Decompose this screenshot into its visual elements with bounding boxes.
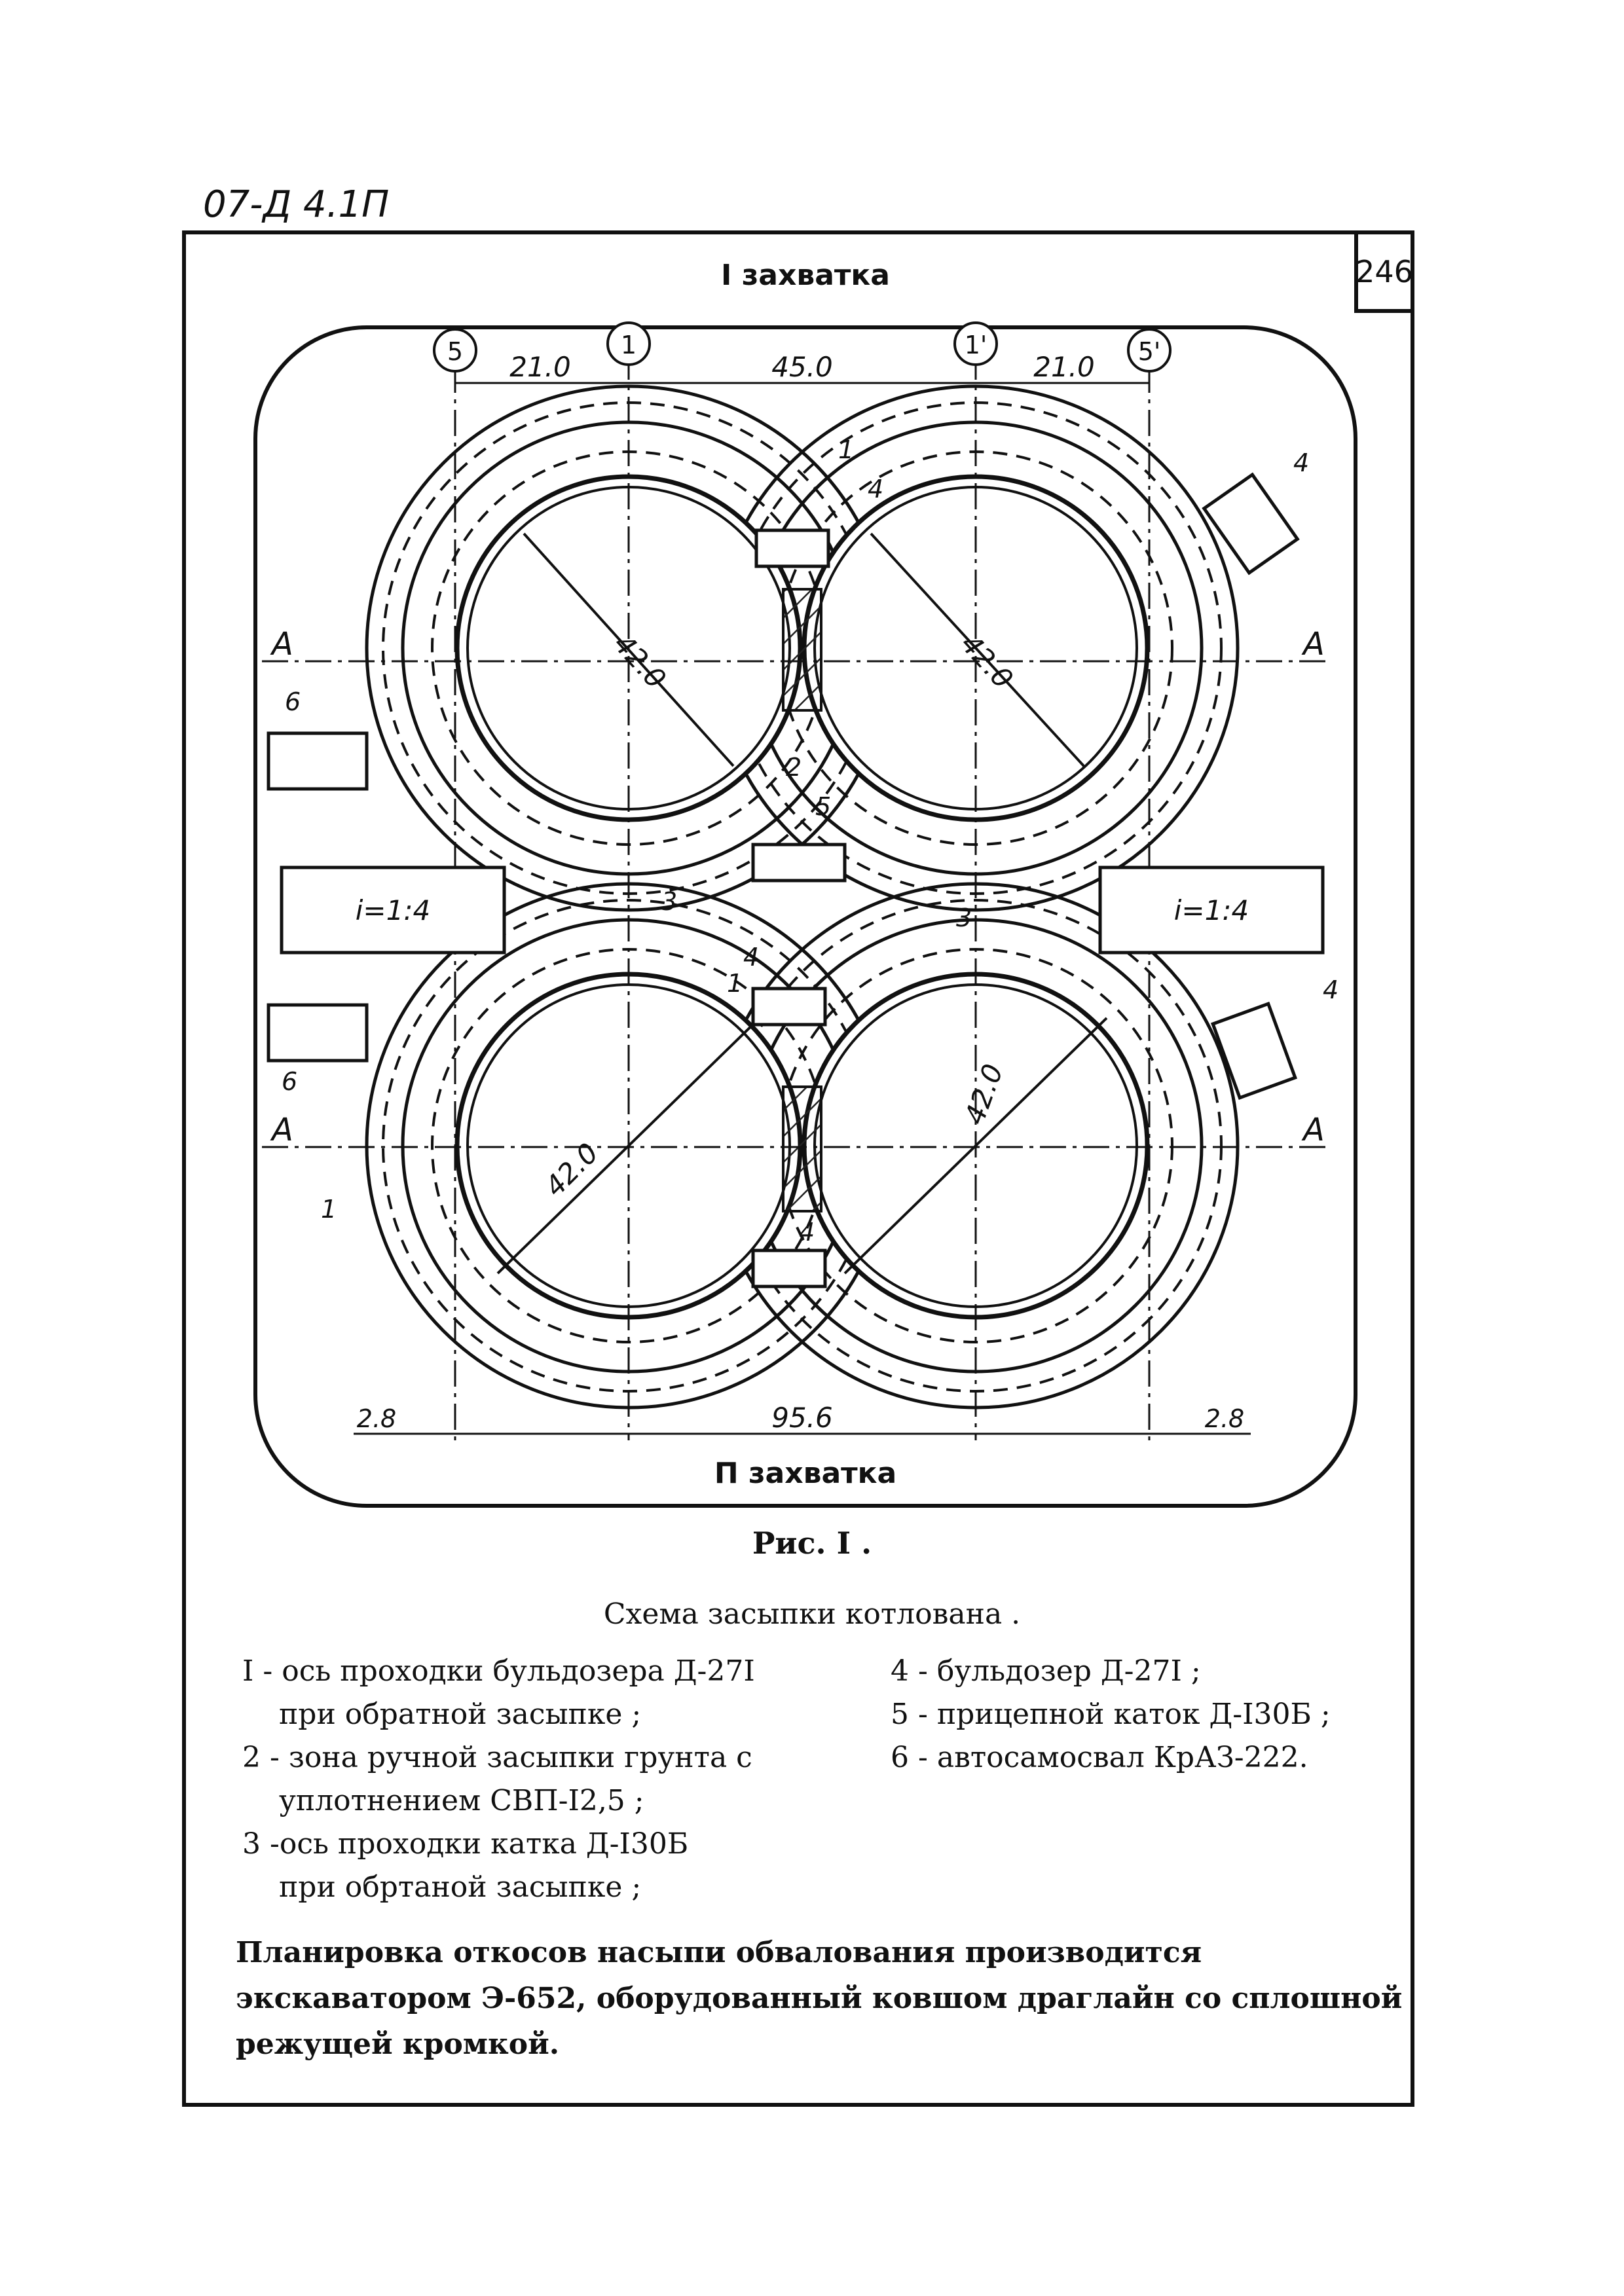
callout-4: 4 bbox=[1323, 975, 1338, 1004]
callout-4: 4 bbox=[799, 1218, 815, 1247]
bulldozer-3 bbox=[751, 987, 827, 1027]
dim-bottom-right: 2.8 bbox=[1205, 1404, 1244, 1433]
bulldozer-1 bbox=[754, 528, 830, 568]
bulldozer-5 bbox=[751, 1248, 827, 1288]
axis-label-5-prime: 5' bbox=[1138, 337, 1161, 366]
callout-1: 1 bbox=[727, 969, 743, 998]
callout-2: 2 bbox=[786, 753, 802, 782]
legend-item: 4 - бульдозер Д-27I ; bbox=[891, 1654, 1201, 1688]
callout-4: 4 bbox=[1293, 448, 1309, 477]
axis-label-5: 5 bbox=[447, 337, 463, 366]
callout-1: 1 bbox=[838, 435, 854, 464]
section-mark-upper-left: A bbox=[270, 626, 293, 663]
slope-right: i=1:4 bbox=[1174, 894, 1249, 926]
planning-note: Планировка откосов насыпи обвалования пр… bbox=[236, 1936, 1403, 2061]
callout-5: 5 bbox=[815, 792, 831, 821]
ramp-left bbox=[280, 866, 506, 955]
roller bbox=[751, 843, 847, 883]
legend-item: 5 - прицепной каток Д-I30Б ; bbox=[891, 1698, 1331, 1731]
legend-item: при обратной засыпке ; bbox=[242, 1698, 642, 1731]
legend-item: 3 -ось проходки катка Д-I30Б bbox=[242, 1827, 689, 1861]
figure-title: Схема засыпки котлована . bbox=[603, 1597, 1021, 1631]
legend-item: 6 - автосамосвал КрАЗ-222. bbox=[891, 1741, 1308, 1774]
legend-item: уплотнением СВП-I2,5 ; bbox=[242, 1784, 644, 1817]
legend-right: 4 - бульдозер Д-27I ; 5 - прицепной като… bbox=[891, 1650, 1331, 1779]
bottom-label: П захватка bbox=[714, 1457, 896, 1490]
legend-item: I - ось проходки бульдозера Д-27I bbox=[242, 1654, 755, 1688]
section-mark-lower-left: A bbox=[270, 1112, 293, 1148]
callout-6: 6 bbox=[285, 687, 301, 716]
axis-label-1: 1 bbox=[621, 331, 637, 359]
legend-item: при обртаной засыпке ; bbox=[242, 1870, 642, 1904]
callout-3: 3 bbox=[956, 903, 972, 932]
callout-1: 1 bbox=[321, 1195, 337, 1224]
dim-top-middle: 45.0 bbox=[771, 351, 833, 383]
axis-label-1-prime: 1' bbox=[965, 331, 987, 359]
figure-number: Рис. I . bbox=[752, 1525, 872, 1561]
axis-marker-1 bbox=[606, 321, 651, 366]
hand-backfill-zone-lower bbox=[782, 1085, 822, 1212]
document-code: 07-Д 4.1П bbox=[203, 183, 390, 226]
legend-left: I - ось проходки бульдозера Д-27I при об… bbox=[242, 1650, 755, 1909]
axis-marker-5 bbox=[433, 328, 477, 373]
embankment-outline bbox=[253, 325, 1357, 1508]
callout-4: 4 bbox=[743, 943, 759, 972]
dump-truck-2 bbox=[267, 1003, 369, 1063]
slope-left: i=1:4 bbox=[356, 894, 430, 926]
pit-backfill-drawing: I захватка П захватка 5 1 1' 5' 21.0 45.… bbox=[253, 259, 1357, 1508]
dim-top-left: 21.0 bbox=[509, 351, 571, 383]
legend-item: 2 - зона ручной засыпки грунта с bbox=[242, 1741, 752, 1774]
callout-6: 6 bbox=[282, 1067, 297, 1096]
bulldozer-2 bbox=[1202, 472, 1300, 575]
hand-backfill-zone-upper bbox=[782, 588, 822, 712]
axis-marker-5-prime bbox=[1127, 328, 1172, 373]
callout-3: 3 bbox=[661, 887, 677, 916]
section-mark-lower-right: A bbox=[1301, 1112, 1325, 1148]
dim-bottom-middle: 95.6 bbox=[771, 1402, 833, 1434]
dim-top-right: 21.0 bbox=[1033, 351, 1095, 383]
top-label: I захватка bbox=[721, 259, 890, 292]
callout-4: 4 bbox=[868, 475, 883, 503]
section-mark-upper-right: A bbox=[1301, 626, 1325, 663]
axis-marker-1-prime bbox=[953, 321, 998, 366]
sheet-number: 246 bbox=[1354, 230, 1414, 313]
ramp-right bbox=[1098, 866, 1325, 955]
dump-truck-1 bbox=[267, 731, 369, 791]
bulldozer-4 bbox=[1210, 1002, 1298, 1100]
page-frame bbox=[182, 230, 1414, 2107]
dim-bottom-left: 2.8 bbox=[357, 1404, 396, 1433]
